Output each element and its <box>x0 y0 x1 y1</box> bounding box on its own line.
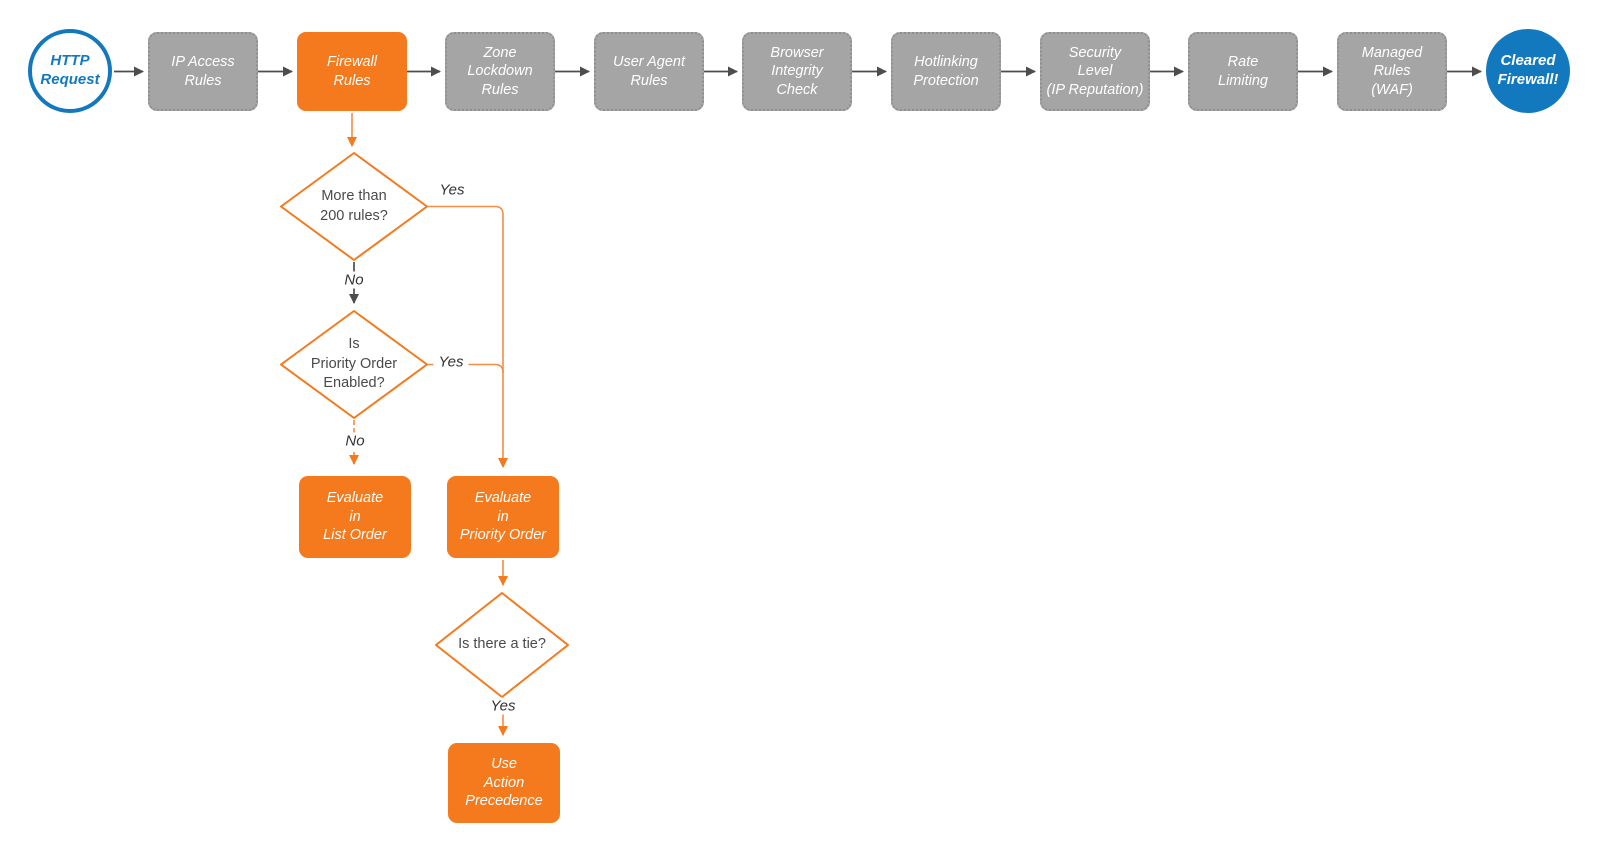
node-cleared-firewall: Cleared Firewall! <box>1486 29 1570 113</box>
node-zone-lockdown-rules: Zone Lockdown Rules <box>445 32 555 111</box>
node-http-request-label: HTTP Request <box>40 52 100 88</box>
node-user-agent-rules: User Agent Rules <box>594 32 704 111</box>
node-evaluate-priority-order: Evaluate in Priority Order <box>447 476 559 558</box>
diamond-more-rules-shape <box>280 152 428 261</box>
evaluate-list-order-label: Evaluate in List Order <box>323 489 387 544</box>
node-ip-access-rules-label: IP Access Rules <box>171 53 235 89</box>
node-use-action-precedence: Use Action Precedence <box>448 743 560 823</box>
evaluate-priority-order-label: Evaluate in Priority Order <box>459 489 547 544</box>
node-decision-more-rules: More than 200 rules? <box>281 153 427 260</box>
node-http-request: HTTP Request <box>28 29 112 113</box>
node-hotlinking-protection-label: Hotlinking Protection <box>913 53 979 89</box>
node-managed-rules-label: Managed Rules (WAF) <box>1361 44 1423 98</box>
node-user-agent-rules-label: User Agent Rules <box>613 53 685 89</box>
node-firewall-rules-label: Firewall Rules <box>327 53 377 89</box>
node-decision-priority-enabled: Is Priority Order Enabled? <box>281 311 427 418</box>
node-firewall-rules: Firewall Rules <box>297 32 407 111</box>
node-managed-rules: Managed Rules (WAF) <box>1337 32 1447 111</box>
node-rate-limiting-label: Rate Limiting <box>1218 53 1268 89</box>
diamond-priority-enabled-shape <box>280 310 428 419</box>
decision-more-rules-label: More than 200 rules? <box>320 187 388 224</box>
edge-label-priority-enabled-yes: Yes <box>433 353 469 371</box>
node-decision-tie: Is there a tie? <box>436 593 568 697</box>
diamond-tie-shape <box>435 592 569 698</box>
edge-label-priority-enabled-no: No <box>340 432 370 450</box>
use-action-precedence-label: Use Action Precedence <box>465 755 543 810</box>
decision-priority-enabled-label: Is Priority Order Enabled? <box>310 336 398 392</box>
node-hotlinking-protection: Hotlinking Protection <box>891 32 1001 111</box>
edge-label-tie-yes: Yes <box>485 697 521 715</box>
node-rate-limiting: Rate Limiting <box>1188 32 1298 111</box>
node-cleared-firewall-label: Cleared Firewall! <box>1497 52 1559 88</box>
node-ip-access-rules: IP Access Rules <box>148 32 258 111</box>
node-browser-integrity-check: Browser Integrity Check <box>742 32 852 111</box>
edge-label-more-rules-no: No <box>339 271 369 289</box>
edge-more-rules-yes <box>427 205 508 468</box>
node-security-level: Security Level (IP Reputation) <box>1040 32 1150 111</box>
edge-label-more-rules-yes: Yes <box>434 181 470 199</box>
decision-tie-label: Is there a tie? <box>458 636 546 653</box>
node-security-level-label: Security Level (IP Reputation) <box>1046 44 1144 98</box>
node-browser-integrity-check-label: Browser Integrity Check <box>770 44 824 98</box>
node-zone-lockdown-rules-label: Zone Lockdown Rules <box>467 44 533 98</box>
edge-priority-enabled-yes <box>427 363 504 373</box>
node-evaluate-list-order: Evaluate in List Order <box>299 476 411 558</box>
